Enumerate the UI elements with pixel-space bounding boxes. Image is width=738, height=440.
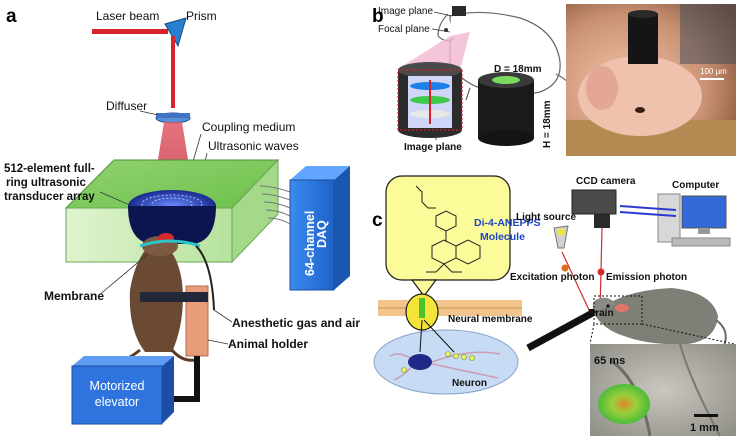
pointer-line-2 <box>423 319 455 353</box>
ring-cavity <box>128 206 216 244</box>
neuron-dish <box>373 329 519 395</box>
panel-b: b Image plane Focal plane I <box>372 4 736 156</box>
membrane <box>139 239 201 248</box>
focal-plane-leader <box>431 28 451 33</box>
elevator-box-top <box>72 356 174 366</box>
anesthetic-label: Anesthetic gas and air <box>232 316 360 330</box>
image-plane-top-leader <box>433 11 453 17</box>
height-label: H = 18mm <box>542 100 553 148</box>
diffuser-leader <box>139 110 159 116</box>
elevator-rod <box>194 356 200 402</box>
zoom-cone <box>396 32 470 70</box>
inset-scale-bar <box>694 414 718 417</box>
transducer-label-1: 512-element full- <box>4 163 95 175</box>
camera-computer-link-2 <box>619 211 677 217</box>
ccd-camera <box>571 189 617 228</box>
excitation-photon-dot <box>561 264 569 272</box>
brain-label: Brain <box>588 308 614 319</box>
rat-leg-2 <box>170 349 197 362</box>
molecule-label-2: Molecule <box>480 231 525 243</box>
neural-membrane-label: Neural membrane <box>448 314 533 325</box>
emission-photon-dot <box>597 268 605 276</box>
elevator-label-1: Motorized <box>90 379 145 393</box>
diffuser-body <box>156 113 190 118</box>
anesthetic-tube <box>195 245 215 311</box>
daq-cables <box>259 185 291 225</box>
solid-cylinder <box>478 72 534 146</box>
neuron-nucleus <box>408 354 432 370</box>
time-label: 65 ms <box>594 355 625 367</box>
panel-c: c Di-4-ANEPPS Molecule Neural membrane <box>372 175 736 437</box>
membrane-leader <box>97 253 149 297</box>
elevator-box-front <box>71 365 163 425</box>
ultrasonic-waves-label: Ultrasonic waves <box>208 139 299 153</box>
panel-a: a Laser beam Prism Diffuser Coupling med… <box>4 6 360 425</box>
laser-beam-vertical <box>171 36 175 108</box>
photo-scale-bar <box>700 78 724 80</box>
prism-label: Prism <box>186 9 217 23</box>
molecule-label-1: Di-4-ANEPPS <box>474 217 541 229</box>
daq-box-top <box>290 166 350 180</box>
inset-scale-label: 1 mm <box>690 422 719 434</box>
excitation-photon-label: Excitation photon <box>510 272 594 283</box>
transducer-box-side <box>231 158 279 264</box>
rat-c <box>592 288 727 347</box>
focal-plane-label: Focal plane <box>378 24 430 35</box>
light-source <box>553 225 569 249</box>
mouse-outline <box>437 11 574 107</box>
daq-box-front <box>289 179 335 291</box>
transducer-label-3: transducer array <box>4 191 95 203</box>
molecule-structure <box>415 185 481 273</box>
daq-label-2: DAQ <box>315 220 329 248</box>
image-plane-top-label: Image plane <box>378 6 433 17</box>
diameter-label: D = 18mm <box>494 64 542 75</box>
laser-beam-label: Laser beam <box>96 9 159 23</box>
elevator-arm <box>168 396 200 402</box>
elevator-label-2: elevator <box>95 395 139 409</box>
anesthetic-leader <box>213 309 233 323</box>
transducer-label-2: ring ultrasonic <box>6 177 86 189</box>
light-source-label: Light source <box>516 212 576 223</box>
panel-a-letter: a <box>6 6 17 27</box>
pointer-line-1 <box>419 319 423 353</box>
prism <box>164 17 187 48</box>
miniscope-on-head <box>452 6 466 16</box>
photo-scale-label: 100 μm <box>700 67 727 76</box>
ccd-camera-label: CCD camera <box>576 176 636 187</box>
computer <box>657 193 731 247</box>
excitation-path <box>561 251 591 313</box>
brain-image-inset <box>590 343 736 437</box>
coupling-medium-label: Coupling medium <box>202 120 295 134</box>
activation-region <box>598 384 650 424</box>
brain-box <box>593 295 643 325</box>
daq-label-1: 64-channel <box>303 211 317 276</box>
laser-beam-horizontal <box>92 29 168 34</box>
neuron-label: Neuron <box>452 378 487 389</box>
animal-holder-label: Animal holder <box>228 337 308 351</box>
animal-holder-leader <box>207 339 229 345</box>
holder-strap <box>140 292 208 302</box>
molecule-box-pointer <box>410 279 438 297</box>
molecule-box <box>385 175 511 281</box>
cutaway-cylinder <box>397 62 463 138</box>
transducer-leader <box>99 191 133 207</box>
panel-b-letter: b <box>372 6 384 27</box>
zoom-line-left <box>589 323 595 345</box>
panel-c-letter: c <box>372 210 383 231</box>
emission-photon-label: Emission photon <box>606 272 687 283</box>
camera-computer-link <box>619 205 677 211</box>
image-plane-bottom-label: Image plane <box>404 142 462 153</box>
diffuser-label: Diffuser <box>106 99 147 113</box>
connecting-arrow <box>526 306 600 352</box>
rat-photo <box>566 4 736 156</box>
elevator-box-side <box>162 356 174 424</box>
neural-membrane <box>378 293 522 331</box>
dye-molecules <box>401 351 475 373</box>
computer-label: Computer <box>672 180 719 191</box>
daq-box-side <box>334 166 350 290</box>
membrane-label: Membrane <box>44 289 104 303</box>
